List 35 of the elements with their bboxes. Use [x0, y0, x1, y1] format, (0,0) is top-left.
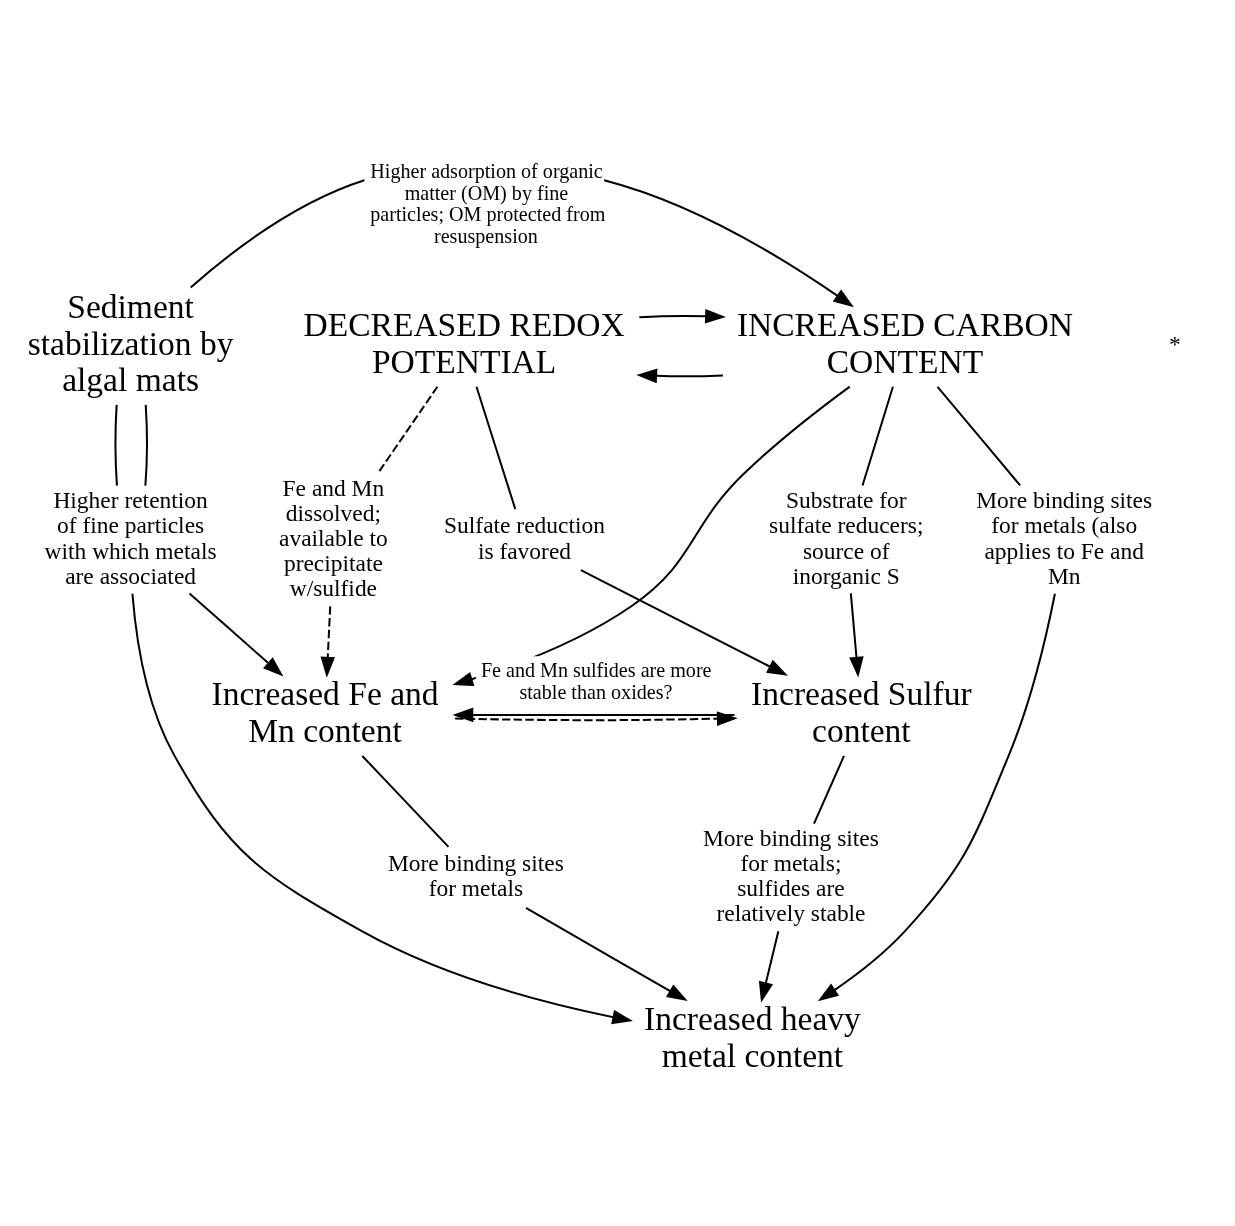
edge-label: Fe and Mn sulfides are more stable than oxides? [480, 658, 712, 703]
connector [114, 404, 118, 486]
arrow [188, 592, 284, 676]
connector [361, 754, 450, 848]
connector [813, 755, 845, 824]
connector [475, 386, 517, 509]
arrow [452, 707, 735, 722]
node-text: Higher retention of fine particles with which metals are associated [44, 486, 217, 589]
node-text: Increased Sulfur content [751, 674, 972, 749]
node-text: INCREASED CARBON CONTENT [736, 305, 1074, 380]
arrow [849, 592, 864, 678]
node-text: DECREASED REDOX POTENTIAL [303, 305, 625, 380]
node-text: Increased heavy metal content [644, 999, 861, 1074]
node-text: Fe and Mn dissolved; available to precipitate w/sulfide [279, 474, 388, 601]
node-text: Substrate for sulfate reducers; source of inorganic S [769, 486, 924, 589]
arrow [525, 906, 688, 1001]
node-text: More binding sites for metals [387, 849, 564, 901]
edge-label: Higher adsorption of organic matter (OM) by fine particles; OM protected from resuspension [370, 159, 606, 247]
node-text: Sediment stabilization by algal mats [27, 287, 234, 398]
node-text: Sulfate reduction is favored [444, 511, 605, 564]
node-text: More binding sites for metals (also applies to Fe and Mn [976, 486, 1153, 589]
connector [861, 386, 894, 486]
node-text: Increased Fe and Mn content [211, 674, 439, 749]
arrow [817, 593, 1056, 1001]
connector [144, 404, 148, 486]
arrow [131, 593, 633, 1024]
connector [936, 385, 1021, 486]
arrow [758, 930, 780, 1003]
arrow [580, 568, 788, 676]
connector [377, 385, 439, 474]
arrow [320, 605, 336, 678]
node-text: More binding sites for metals; sulfides are relatively stable [703, 824, 879, 926]
arrow [636, 368, 723, 383]
label: * [1168, 330, 1181, 357]
arrow [639, 308, 726, 323]
